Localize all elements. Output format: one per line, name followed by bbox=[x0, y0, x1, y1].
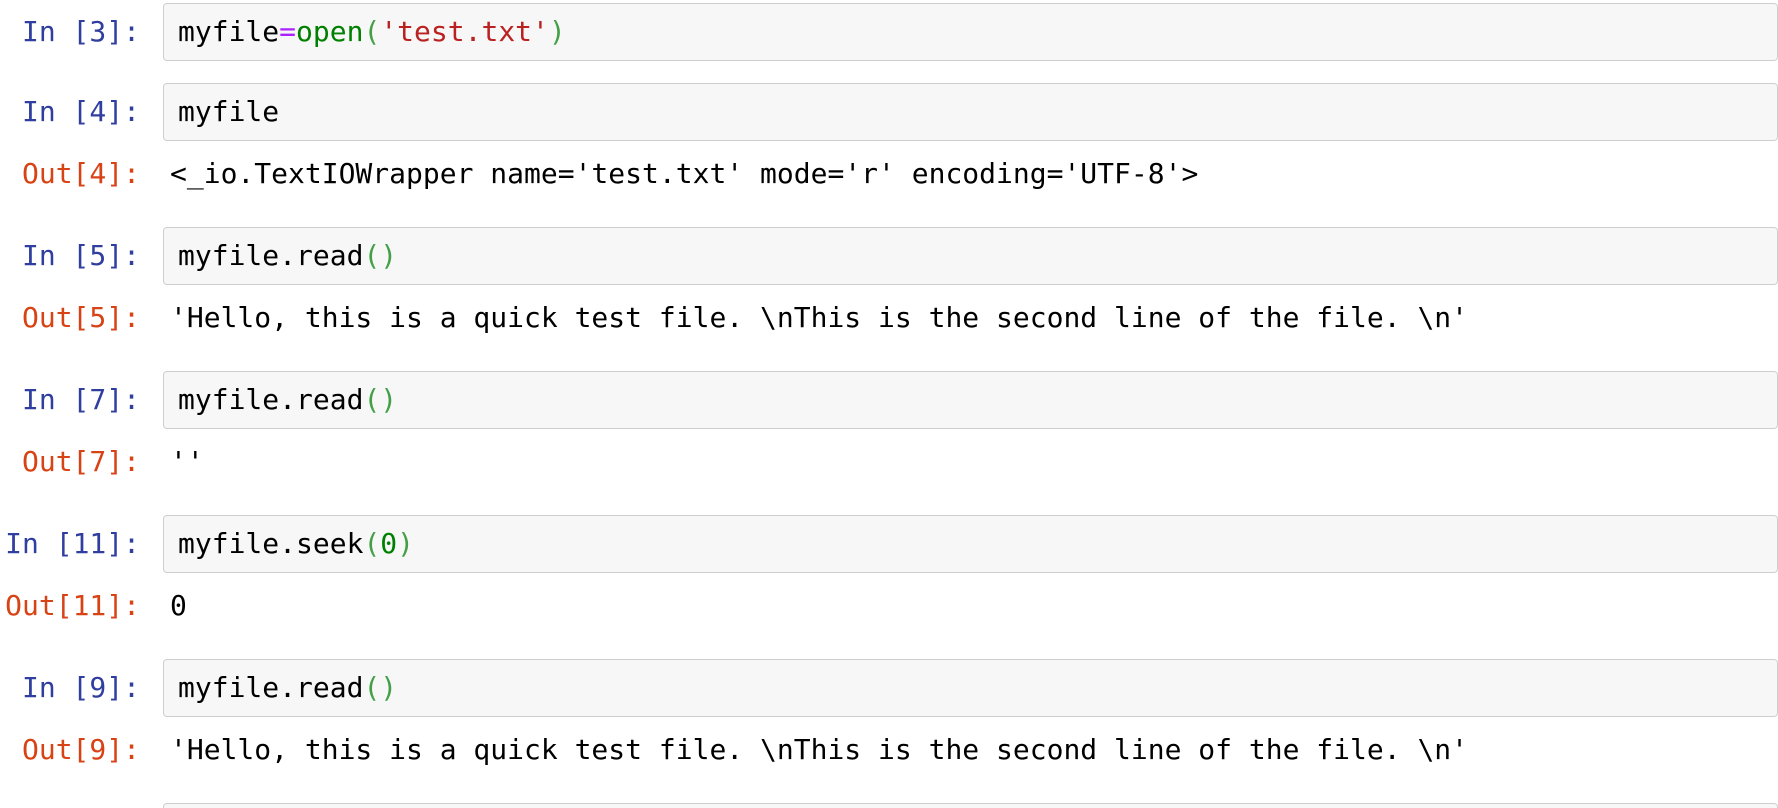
cell-input-row: In [5]: myfile.read() bbox=[0, 227, 1778, 285]
code-cell: In [11]: myfile.seek(0) Out[11]: 0 bbox=[0, 515, 1778, 623]
code-token: open bbox=[296, 15, 364, 48]
input-prompt: In [9]: bbox=[21, 671, 140, 704]
code-token: ) bbox=[380, 671, 398, 704]
output-text: <_io.TextIOWrapper name='test.txt' mode=… bbox=[170, 157, 1199, 190]
output-prompt: Out[9]: bbox=[21, 733, 140, 766]
cell-input-row bbox=[0, 803, 1778, 808]
cell-input-row: In [4]: myfile bbox=[0, 83, 1778, 141]
input-prompt: In [5]: bbox=[21, 239, 140, 272]
output-prompt: Out[4]: bbox=[21, 157, 140, 190]
code-cell: In [4]: myfile Out[4]: <_io.TextIOWrappe… bbox=[0, 83, 1778, 191]
output-text: 'Hello, this is a quick test file. \nThi… bbox=[170, 301, 1469, 334]
code-input[interactable]: myfile.read() bbox=[163, 227, 1778, 285]
code-input[interactable]: myfile.read() bbox=[163, 659, 1778, 717]
code-input[interactable]: myfile.read() bbox=[163, 371, 1778, 429]
cell-input-row: In [7]: myfile.read() bbox=[0, 371, 1778, 429]
input-prompt: In [3]: bbox=[21, 15, 140, 48]
code-token: ( bbox=[363, 527, 381, 560]
code-cell: In [7]: myfile.read() Out[7]: '' bbox=[0, 371, 1778, 479]
code-token: ) bbox=[548, 15, 566, 48]
input-prompt: In [4]: bbox=[21, 95, 140, 128]
code-input[interactable] bbox=[163, 803, 1778, 808]
code-cell: In [5]: myfile.read() Out[5]: 'Hello, th… bbox=[0, 227, 1778, 335]
output-prompt: Out[11]: bbox=[5, 589, 140, 622]
code-token: myfile.read bbox=[178, 671, 364, 704]
code-token: ) bbox=[397, 527, 415, 560]
code-token: ) bbox=[380, 239, 398, 272]
code-token: ) bbox=[380, 383, 398, 416]
output-text: '' bbox=[170, 445, 204, 478]
output-text: 0 bbox=[170, 589, 187, 622]
code-token: myfile bbox=[178, 15, 280, 48]
code-input[interactable]: myfile.seek(0) bbox=[163, 515, 1778, 573]
cell-output-row: Out[7]: '' bbox=[0, 445, 1778, 479]
cell-input-row: In [9]: myfile.read() bbox=[0, 659, 1778, 717]
code-token: ( bbox=[363, 671, 381, 704]
cell-output-row: Out[5]: 'Hello, this is a quick test fil… bbox=[0, 301, 1778, 335]
output-prompt: Out[7]: bbox=[21, 445, 140, 478]
code-token: = bbox=[279, 15, 297, 48]
cell-output-row: Out[9]: 'Hello, this is a quick test fil… bbox=[0, 733, 1778, 767]
input-prompt: In [7]: bbox=[21, 383, 140, 416]
cell-input-row: In [11]: myfile.seek(0) bbox=[0, 515, 1778, 573]
output-prompt: Out[5]: bbox=[21, 301, 140, 334]
code-token: myfile bbox=[178, 95, 280, 128]
code-token: 0 bbox=[380, 527, 398, 560]
input-prompt bbox=[0, 803, 140, 808]
code-token: ( bbox=[363, 239, 381, 272]
cell-input-row: In [3]: myfile=open('test.txt') bbox=[0, 3, 1778, 61]
cell-output-row: Out[4]: <_io.TextIOWrapper name='test.tx… bbox=[0, 157, 1778, 191]
code-cell: In [3]: myfile=open('test.txt') bbox=[0, 3, 1778, 61]
output-text: 'Hello, this is a quick test file. \nThi… bbox=[170, 733, 1469, 766]
code-token: ( bbox=[363, 15, 381, 48]
code-token: 'test.txt' bbox=[380, 15, 549, 48]
code-cell-partial bbox=[0, 803, 1778, 808]
code-input[interactable]: myfile=open('test.txt') bbox=[163, 3, 1778, 61]
code-token: myfile.read bbox=[178, 239, 364, 272]
code-token: myfile.seek bbox=[178, 527, 364, 560]
input-prompt: In [11]: bbox=[5, 527, 140, 560]
code-token: ( bbox=[363, 383, 381, 416]
code-input[interactable]: myfile bbox=[163, 83, 1778, 141]
cell-output-row: Out[11]: 0 bbox=[0, 589, 1778, 623]
code-token: myfile.read bbox=[178, 383, 364, 416]
code-cell: In [9]: myfile.read() Out[9]: 'Hello, th… bbox=[0, 659, 1778, 767]
